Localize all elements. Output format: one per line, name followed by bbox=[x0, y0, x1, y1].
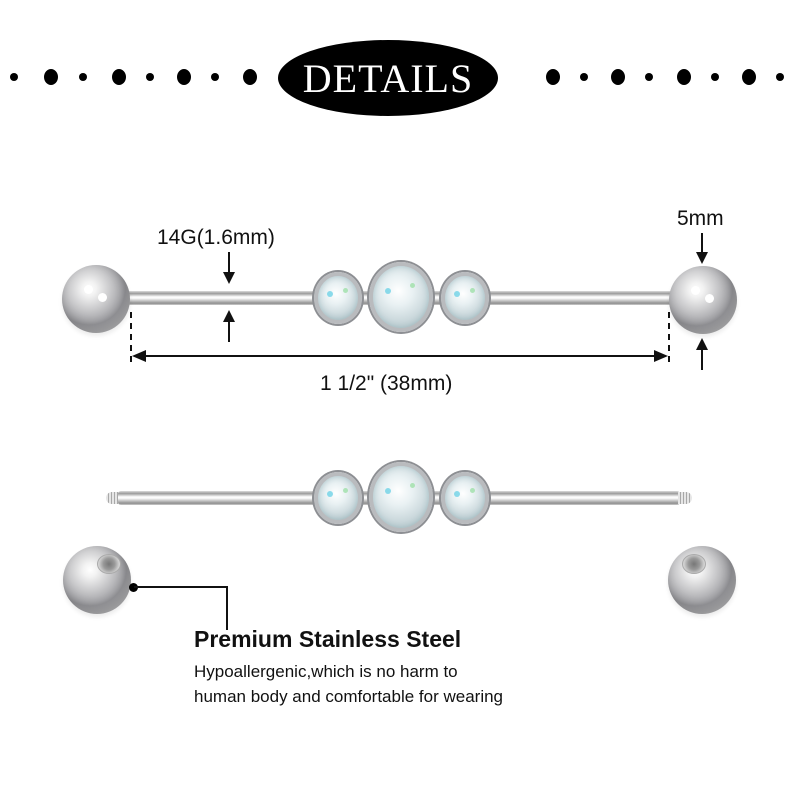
gauge-label: 14G(1.6mm) bbox=[157, 226, 275, 249]
decor-dot bbox=[243, 69, 257, 85]
ball-arrow-top-line bbox=[701, 233, 703, 253]
arrow-up-icon bbox=[696, 338, 708, 350]
decor-dot bbox=[711, 73, 719, 81]
length-guide-right bbox=[668, 312, 670, 362]
length-guide-left bbox=[130, 312, 132, 362]
decor-dot bbox=[776, 73, 784, 81]
decor-dot bbox=[44, 69, 58, 85]
decor-dot bbox=[146, 73, 154, 81]
loose-ball-left bbox=[63, 546, 131, 614]
callout-line-horizontal bbox=[134, 586, 228, 588]
loose-ball-right bbox=[668, 546, 736, 614]
ball-arrow-bottom-line bbox=[701, 350, 703, 370]
feature-description-line2: human body and comfortable for wearing bbox=[194, 687, 504, 706]
decor-dot bbox=[546, 69, 560, 85]
decor-dot bbox=[112, 69, 126, 85]
page-title: DETAILS bbox=[302, 55, 474, 101]
left-ball bbox=[62, 265, 130, 333]
arrow-down-icon bbox=[223, 272, 235, 284]
arrow-right-icon bbox=[654, 350, 668, 362]
arrow-down-icon bbox=[696, 252, 708, 264]
callout-dot bbox=[129, 583, 138, 592]
length-label: 1 1/2" (38mm) bbox=[320, 372, 453, 395]
decor-dot bbox=[10, 73, 18, 81]
decor-dot bbox=[611, 69, 625, 85]
gauge-arrow-bottom-line bbox=[228, 322, 230, 342]
feature-title: Premium Stainless Steel bbox=[194, 626, 462, 652]
opal-small-left bbox=[314, 472, 362, 524]
right-ball bbox=[669, 266, 737, 334]
opal-small-right bbox=[441, 272, 489, 324]
decor-dot bbox=[177, 69, 191, 85]
opal-large-center bbox=[369, 462, 433, 532]
decor-dot bbox=[211, 73, 219, 81]
length-line bbox=[140, 355, 660, 357]
thread-end-right bbox=[678, 492, 692, 504]
decor-dot bbox=[79, 73, 87, 81]
callout-line-vertical bbox=[226, 586, 228, 630]
arrow-up-icon bbox=[223, 310, 235, 322]
decor-dot bbox=[677, 69, 691, 85]
arrow-left-icon bbox=[132, 350, 146, 362]
decor-dot bbox=[742, 69, 756, 85]
feature-description-line1: Hypoallergenic,which is no harm to bbox=[194, 662, 458, 681]
opal-small-right bbox=[441, 472, 489, 524]
header-pill bbox=[278, 40, 498, 116]
decor-dot bbox=[580, 73, 588, 81]
decor-dot bbox=[645, 73, 653, 81]
gauge-arrow-top-line bbox=[228, 252, 230, 272]
opal-large-center bbox=[369, 262, 433, 332]
opal-small-left bbox=[314, 272, 362, 324]
ball-size-label: 5mm bbox=[677, 207, 724, 230]
